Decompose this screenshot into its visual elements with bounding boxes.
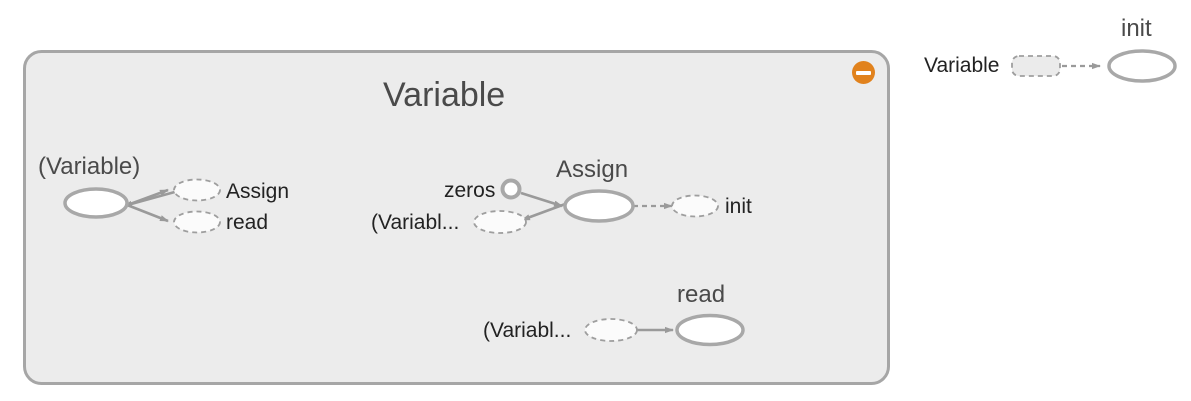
node-variable-source[interactable] — [63, 187, 129, 219]
variable-scope-container[interactable] — [23, 50, 890, 385]
node-variable-stub-assign[interactable] — [473, 210, 527, 234]
node-assign-op[interactable] — [563, 189, 635, 223]
node-read-op[interactable] — [675, 313, 745, 347]
read-op-title: read — [677, 281, 726, 308]
node-assign-stub[interactable] — [173, 178, 221, 202]
external-init-title: init — [1121, 15, 1152, 42]
assign-variable-stub-label: (Variabl... — [371, 211, 460, 234]
node-read-stub[interactable] — [173, 210, 221, 234]
external-variable-label: Variable — [924, 54, 1000, 77]
edge-assign-to-variable-stub — [521, 201, 569, 222]
minus-circle-icon[interactable] — [852, 61, 875, 84]
node-variable-stub-read[interactable] — [584, 318, 638, 342]
variable-source-label: (Variable) — [38, 153, 141, 180]
minus-glyph — [856, 71, 871, 75]
read-stub-label: read — [226, 211, 269, 234]
edge-zeros-to-assign — [520, 191, 563, 208]
node-external-variable-stub[interactable] — [1011, 55, 1061, 77]
read-variable-stub-label: (Variabl... — [483, 319, 572, 342]
edge-assign-back-to-variable — [123, 188, 183, 208]
node-init-stub[interactable] — [671, 194, 719, 218]
assign-init-label: init — [725, 195, 752, 218]
node-zeros[interactable] — [500, 178, 522, 200]
node-external-init[interactable] — [1107, 49, 1177, 83]
assign-stub-label: Assign — [226, 180, 290, 203]
assign-op-title: Assign — [556, 156, 629, 183]
zeros-label: zeros — [444, 179, 496, 202]
page-title: Variable — [383, 76, 506, 114]
